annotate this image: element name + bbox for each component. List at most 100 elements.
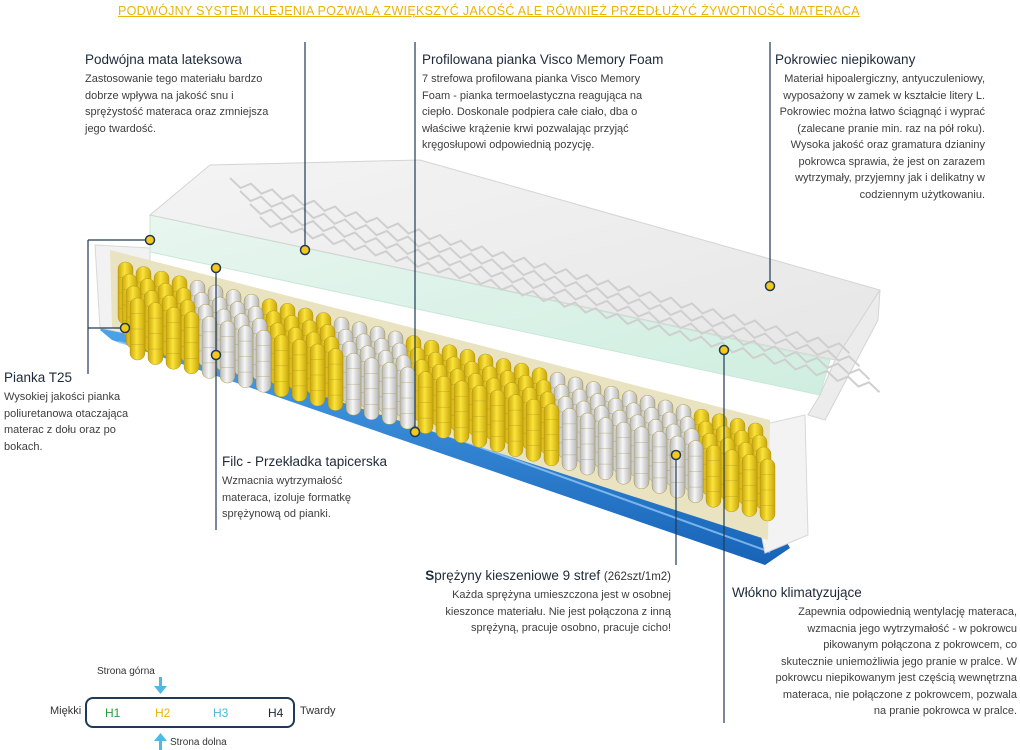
spring-pocket (291, 339, 308, 402)
t25-line: materac z dołu oraz po (4, 424, 116, 436)
latex-title: Podwójna mata lateksowa (85, 52, 242, 67)
spring-pocket (237, 325, 254, 388)
spring-pocket (561, 408, 578, 471)
marker-filc-top (210, 262, 222, 274)
fiber-line: pokrowcu niepikowanym jest częścią wewnę… (775, 672, 1018, 684)
block-springs: Sprężyny kieszeniowe 9 stref (262szt/1m2… (403, 568, 671, 637)
springs-line: sprężyną, pracuje osobno, pracuje cicho! (471, 622, 671, 634)
spring-pocket (273, 334, 290, 397)
cover-line: wytrzymały, przyjemny jak i delikatny w (795, 172, 985, 184)
spring-pocket (525, 399, 542, 462)
fiber-line: materaca, nie połączone z pokrowcem, poz… (782, 688, 1017, 701)
spring-pocket (651, 431, 668, 494)
scale-top-label: Strona górna (97, 666, 155, 677)
spring-pocket (669, 435, 686, 499)
visco-line: 7 strefowa profilowana pianka Visco Memo… (422, 73, 641, 85)
fiber-title: Włókno klimatyzujące (732, 585, 862, 600)
block-t25: Pianka T25 Wysokiej jakości pianka poliu… (4, 370, 154, 455)
t25-line: poliuretanowa otaczająca (4, 407, 129, 420)
marker-fiber (718, 344, 730, 356)
spring-pocket (147, 302, 164, 365)
spring-pocket (471, 385, 488, 448)
springs-title-rest: prężyny kieszeniowe 9 stref (434, 568, 601, 583)
block-filc: Filc - Przekładka tapicerska Wzmacnia wy… (222, 454, 422, 523)
t25-line: bokach. (4, 440, 43, 453)
t25-title: Pianka T25 (4, 370, 73, 385)
spring-pocket (345, 353, 362, 416)
marker-cover (764, 280, 776, 292)
hardness-level: H2 (155, 706, 171, 720)
spring-pocket (129, 297, 146, 361)
spring-pocket (579, 412, 596, 476)
block-latex: Podwójna mata lateksowa Zastosowanie teg… (85, 52, 300, 137)
spring-pocket (417, 371, 434, 434)
hardness-level: H1 (105, 706, 121, 720)
spring-pocket (543, 403, 560, 466)
cover-line: Pokrowiec można łatwo ściągnąć i wyprać (779, 106, 985, 118)
scale-left-label: Miękki (50, 705, 82, 717)
spring-pocket (705, 445, 722, 508)
fiber-line: na pranie pokrowca w pralce. (873, 705, 1017, 717)
marker-latex (299, 244, 311, 256)
top-banner: PODWÓJNY SYSTEM KLEJENIA POZWALA ZWIĘKSZ… (118, 4, 860, 18)
fiber-line: Zapewnia odpowiednią wentylację materaca… (798, 606, 1017, 618)
springs-line: Każda sprężyna umieszczona jest w osobne… (452, 589, 671, 601)
spring-pocket (219, 320, 236, 384)
cover-title: Pokrowiec niepikowany (775, 52, 916, 67)
block-fiber: Włókno klimatyzujące Zapewnia odpowiedni… (732, 585, 1017, 720)
hardness-level: H4 (268, 706, 284, 720)
springs-title: Sprężyny kieszeniowe 9 stref (262szt/1m2… (403, 568, 671, 583)
spring-pocket (687, 440, 704, 503)
spring-pocket (255, 330, 272, 393)
spring-pocket (723, 449, 740, 512)
latex-line: sprężystość materaca oraz zmniejsza (85, 106, 269, 118)
spring-pocket (309, 343, 326, 407)
spring-pocket (399, 366, 416, 430)
scale-right-label: Twardy (300, 705, 336, 717)
cover-line: codziennym użytkowaniu. (859, 188, 985, 201)
hardness-scale: H1 H2 H3 H4 (85, 697, 295, 728)
spring-pocket (381, 362, 398, 425)
hardness-level: H3 (213, 706, 229, 720)
latex-line: jego twardość. (85, 122, 156, 135)
latex-line: Zastosowanie tego materiału bardzo (85, 73, 263, 85)
marker-t25-bottom (119, 322, 131, 334)
filc-line: Wzmacnia wytrzymałość (222, 475, 343, 487)
marker-filc-bottom (210, 349, 222, 361)
marker-visco (409, 426, 421, 438)
fiber-line: wzmacnia jego wytrzymałość - w pokrowcu (807, 622, 1017, 635)
quilt-stitch (239, 190, 861, 368)
t25-line: Wysokiej jakości pianka (4, 391, 121, 403)
spring-pocket (165, 307, 182, 370)
spring-pocket (453, 380, 470, 443)
quilt-stitch (259, 216, 881, 394)
spring-pocket (633, 426, 650, 489)
visco-line: właściwe krążenie krwi pozwalając przyją… (422, 122, 629, 135)
springs-title-first: S (425, 568, 435, 583)
quilt-stitch (249, 203, 871, 381)
filc-title: Filc - Przekładka tapicerska (222, 454, 388, 469)
latex-line: dobrze wpływa na jakość snu i (85, 89, 234, 102)
spring-pocket (201, 316, 218, 379)
fiber-line: skutecznie uniemożliwia jego pranie w pr… (781, 655, 1017, 668)
quilt-stitch (229, 177, 851, 355)
filc-line: materaca, izoluje formatkę (222, 491, 351, 504)
cover-line: wyposażony w zamek w kształcie litery L. (783, 89, 985, 102)
marker-springs (670, 449, 682, 461)
spring-pocket (597, 417, 614, 480)
cover-line: Wysoka jakość oraz gramatura dzianiny (790, 139, 985, 151)
spring-pocket (741, 454, 758, 517)
fiber-line: pikowanym połączona z pokrowcem, co (823, 639, 1017, 651)
spring-pocket (489, 389, 506, 453)
visco-line: Foam - pianka termoelastyczna reagująca … (422, 89, 643, 102)
spring-pocket (183, 311, 200, 374)
cover-line: Materiał hipoalergiczny, antyuczuleniowy… (784, 73, 985, 85)
spring-pocket (759, 458, 776, 522)
block-visco: Profilowana pianka Visco Memory Foam 7 s… (422, 52, 684, 154)
springs-title-sub: (262szt/1m2) (603, 571, 671, 583)
visco-line: kręgosłupowi odpowiednią pozycję. (422, 139, 595, 151)
block-cover: Pokrowiec niepikowany Materiał hipoalerg… (775, 52, 985, 203)
spring-pocket (507, 394, 524, 457)
scale-bottom-label: Strona dolna (170, 737, 227, 748)
